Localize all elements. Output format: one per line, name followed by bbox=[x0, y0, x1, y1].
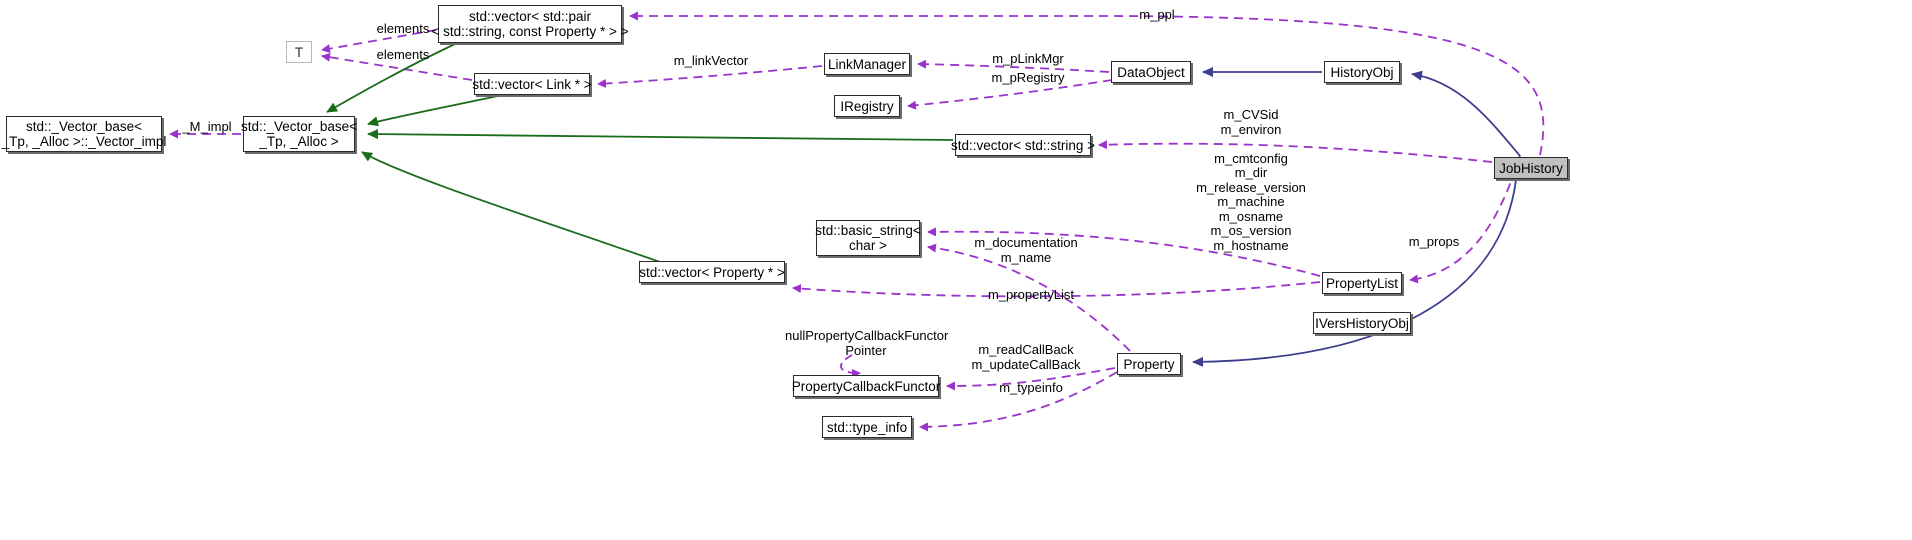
node-job-history[interactable]: JobHistory bbox=[1494, 157, 1568, 179]
node-vector-pair-string-property[interactable]: std::vector< std::pair < std::string, co… bbox=[432, 5, 629, 43]
edge-label-m-plinkmgr: m_pLinkMgr bbox=[992, 51, 1064, 66]
node-ivers-history-obj[interactable]: IVersHistoryObj bbox=[1313, 312, 1411, 334]
edge-inherit-vector-string bbox=[367, 129, 954, 141]
edge-inherit-vector-property bbox=[361, 151, 661, 263]
edge-inherit-jobhistory-historyobj bbox=[1411, 70, 1521, 157]
node-vector-base[interactable]: std::_Vector_base< _Tp, _Alloc > bbox=[241, 116, 357, 152]
node-data-object[interactable]: DataObject bbox=[1111, 61, 1191, 83]
node-property-list[interactable]: PropertyList bbox=[1322, 272, 1402, 294]
node-std-type-info[interactable]: std::type_info bbox=[822, 416, 912, 438]
node-property[interactable]: Property bbox=[1117, 353, 1181, 375]
node-vector-string[interactable]: std::vector< std::string > bbox=[951, 134, 1095, 156]
node-vector-link-ptr[interactable]: std::vector< Link * > bbox=[472, 73, 592, 95]
edge-label-m-documentation-m-name: m_documentation m_name bbox=[974, 235, 1078, 265]
edge-label-m-props: m_props bbox=[1408, 234, 1460, 249]
edge-label-m-pregistry: m_pRegistry bbox=[991, 70, 1065, 85]
edge-m-linkvector bbox=[597, 65, 823, 89]
edge-label-elements-1: elements bbox=[376, 21, 430, 36]
edge-label-m-impl: _M_impl bbox=[182, 119, 232, 134]
edge-label-m-linkvector: m_linkVector bbox=[673, 53, 749, 68]
node-vector-property-ptr[interactable]: std::vector< Property * > bbox=[639, 261, 785, 283]
node-basic-string-char[interactable]: std::basic_string< char > bbox=[815, 220, 921, 256]
edge-inherit-vector-link bbox=[367, 95, 499, 127]
node-history-obj[interactable]: HistoryObj bbox=[1324, 61, 1400, 83]
node-template-parameter-t[interactable]: T bbox=[286, 41, 312, 63]
edge-label-m-typeinfo: m_typeinfo bbox=[999, 380, 1063, 395]
node-vector-base-impl[interactable]: std::_Vector_base< _Tp, _Alloc >::_Vecto… bbox=[2, 116, 166, 152]
edge-label-m-propertylist: m_propertyList bbox=[988, 287, 1074, 302]
edge-label-nullpropertycallbackfunctorpointer: nullPropertyCallbackFunctor Pointer bbox=[785, 328, 949, 358]
edge-label-m-ppl: m_ppl bbox=[1139, 7, 1175, 22]
node-property-callback-functor[interactable]: PropertyCallbackFunctor bbox=[792, 375, 940, 397]
edge-label-jobhistory-attributes: m_CVSid m_environ m_cmtconfig m_dir m_re… bbox=[1196, 107, 1306, 253]
edge-label-m-readcallback-m-updatecallback: m_readCallBack m_updateCallBack bbox=[971, 342, 1081, 372]
node-link-manager[interactable]: LinkManager bbox=[824, 53, 910, 75]
node-iregistry[interactable]: IRegistry bbox=[834, 95, 900, 117]
edge-label-elements-2: elements bbox=[376, 47, 430, 62]
